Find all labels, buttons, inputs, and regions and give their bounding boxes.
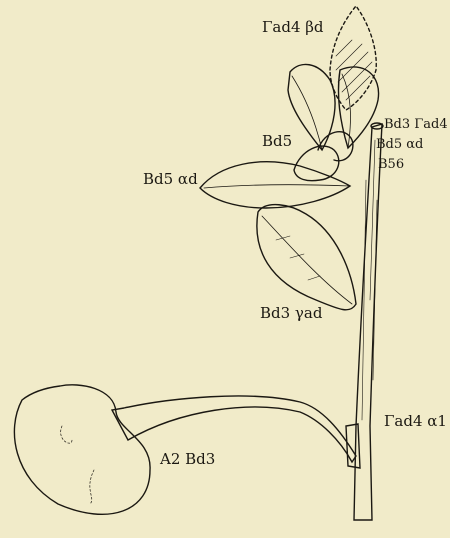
upper-leaf-left [288, 64, 335, 150]
label-apex: Γad4 βd [262, 20, 324, 35]
label-leaf-left: Bd5 αd [143, 172, 198, 187]
lower-leaf [257, 205, 356, 310]
label-leaf-lower: Bd3 γad [260, 306, 322, 321]
cotyledon-petiole [112, 396, 356, 462]
label-cotyledon: A2 Bd3 [160, 452, 215, 467]
label-branch-right-sub: Bd5 αd [376, 138, 423, 151]
main-stem [354, 124, 382, 520]
bud-cluster [294, 146, 339, 181]
label-node-b56: B56 [378, 158, 404, 171]
label-node-b5: Bd5 [262, 134, 292, 149]
apex-leaf [330, 6, 376, 110]
label-branch-right: Bd3 Γad4 [384, 118, 448, 131]
label-stem-node: Γad4 α1 [384, 414, 447, 429]
cotyledon [14, 385, 150, 514]
